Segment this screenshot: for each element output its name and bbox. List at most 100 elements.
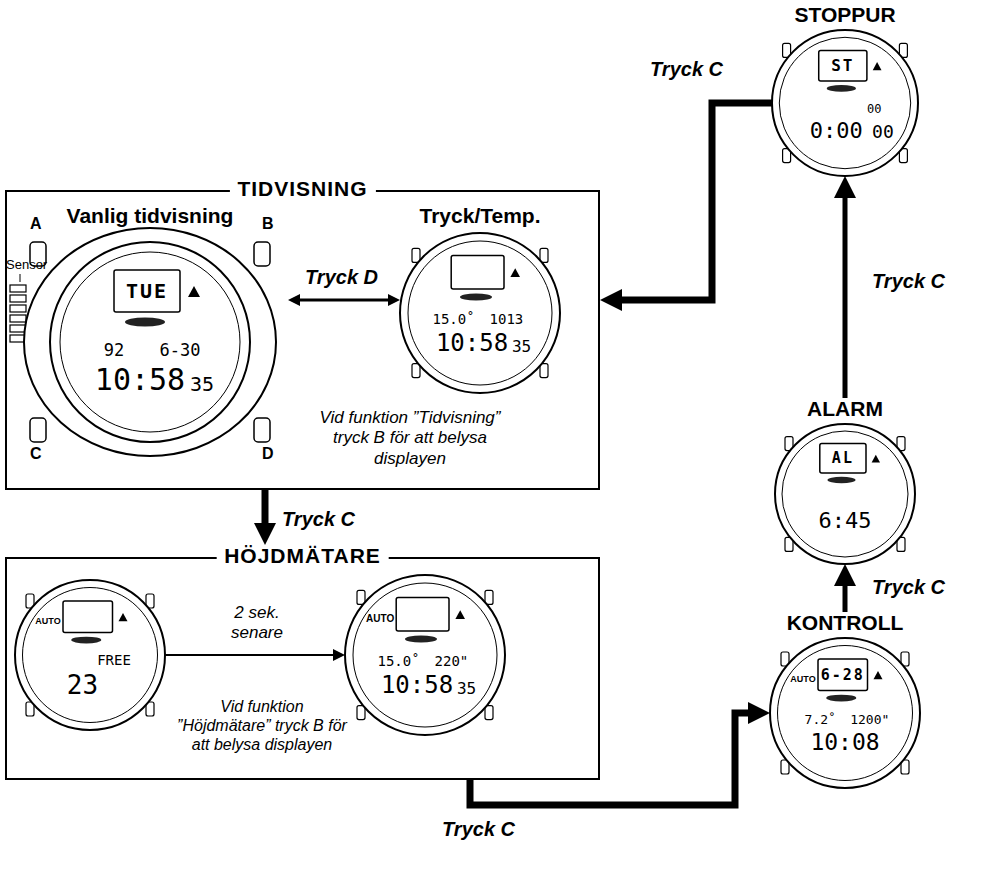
edge-label: 2 sek. senare (218, 602, 296, 645)
display-text: TUE (126, 281, 168, 301)
watch-face-ring (60, 252, 240, 432)
display-window (819, 50, 867, 81)
mode-arrow (843, 580, 848, 612)
group-title: HÖJDMÄTARE (216, 545, 389, 566)
sensor-ridge (10, 305, 26, 312)
mode-arrow (296, 299, 392, 302)
mode-arrow (843, 192, 848, 398)
leader-line (20, 274, 21, 282)
button-label: C (30, 446, 42, 462)
bell-icon (455, 610, 465, 619)
lcd-digits: 10:58 (436, 331, 508, 355)
watch-bezel (50, 242, 250, 442)
lcd-digits: 1013 (490, 312, 524, 326)
watch-bezel (770, 638, 920, 788)
watch-face-ring (23, 588, 158, 723)
display-window (818, 659, 868, 691)
sensor-ridge (10, 315, 26, 322)
watch-face: STOPPURST000:0000 (772, 4, 918, 176)
display-window (63, 601, 113, 633)
mode-group-box: TIDVISNING Vanlig tidvisningTUE 92 6-30 10:5… (5, 178, 600, 490)
lcd-digits: 220" (435, 654, 469, 668)
lcd-digits: 23 (67, 672, 98, 698)
lcd-digits: 35 (512, 339, 531, 355)
bell-icon (872, 455, 880, 463)
watch-bezel (400, 233, 560, 393)
mode-heading: STOPPUR (794, 4, 895, 25)
watch-face-ring (408, 241, 552, 385)
display-text: ST (831, 58, 854, 74)
display-pointer (460, 293, 492, 300)
mode-heading: KONTROLL (787, 612, 904, 633)
lcd-digits: 6:45 (819, 510, 872, 532)
display-window (451, 255, 504, 289)
group-title: TIDVISNING (229, 178, 375, 199)
lcd-digits: 6-30 (160, 342, 201, 359)
display-window (396, 597, 449, 631)
watch-outline (12, 205, 288, 460)
watch-face-ring (782, 431, 908, 557)
watch-outline (345, 575, 505, 735)
watch-bezel (775, 424, 915, 564)
push-button (254, 242, 270, 266)
display-pointer (71, 637, 101, 644)
mode-arrow (470, 713, 754, 805)
lcd-digits: 92 (104, 342, 124, 359)
lcd-digits: 35 (457, 681, 476, 697)
bell-icon (188, 286, 200, 297)
watch-bezel (772, 30, 918, 176)
watch-face: Tryck/Temp. 15.0˚ 1013 10:5835 (400, 205, 560, 393)
push-button (254, 418, 270, 442)
lcd-digits: 15.0˚ (378, 654, 420, 668)
bell-icon (873, 62, 882, 70)
watch-outline (772, 4, 918, 176)
mode-arrow (165, 654, 337, 656)
watch-face: AUTO FREE 23 (15, 580, 165, 730)
lcd-digits: 7.2˚ (805, 713, 836, 726)
display-text: 6-28 (821, 667, 865, 682)
watch-outline (15, 580, 165, 730)
watch-face: Vanlig tidvisningTUE 92 6-30 10:5835 (12, 205, 288, 460)
indicator-text: AUTO (35, 617, 60, 626)
edge-label: Tryck C (280, 508, 357, 530)
sensor-ridge (10, 285, 26, 292)
mode-arrow (616, 103, 772, 300)
lcd-digits: 15.0˚ (433, 312, 475, 326)
display-pointer (827, 85, 856, 92)
mode-heading: Vanlig tidvisning (67, 205, 234, 226)
button-label: A (30, 216, 42, 232)
instruction-note: Vid funktion ”Tidvisning” tryck B för at… (300, 408, 520, 469)
lcd-digits: 1200" (850, 713, 889, 726)
lcd-digits: 10:08 (810, 730, 879, 753)
edge-label: Tryck C (870, 270, 947, 292)
lcd-digits: 10:58 (95, 365, 185, 395)
watch-case (24, 228, 276, 456)
indicator-text: AUTO (790, 675, 815, 684)
lcd-digits: 00 (872, 123, 894, 141)
watch-face: ALARMAL6:45 (775, 398, 915, 564)
sensor-label: Sensor (6, 258, 47, 271)
watch-outline (400, 205, 560, 393)
display-window (820, 444, 866, 473)
watch-bezel (15, 580, 165, 730)
lcd-digits: 10:58 (381, 673, 453, 697)
button-label: D (262, 446, 274, 462)
display-pointer (125, 318, 165, 327)
watch-face-ring (779, 37, 910, 168)
instruction-note: Vid funktion ”Höjdmätare” tryck B för at… (172, 697, 352, 755)
bell-icon (119, 613, 128, 621)
mode-heading: Tryck/Temp. (420, 205, 541, 226)
lcd-digits: 35 (190, 374, 214, 394)
watch-face: KONTROLL AUTO 6-28 7.2˚ 1200" 10:08 (770, 612, 920, 788)
bell-icon (510, 268, 520, 277)
bell-icon (874, 671, 883, 679)
watch-outline (770, 612, 920, 788)
indicator-text: AUTO (366, 614, 394, 624)
sensor-ridge (10, 295, 26, 302)
watch-outline (775, 398, 915, 564)
lcd-digits: FREE (97, 653, 131, 667)
mode-heading: ALARM (807, 398, 883, 419)
edge-label: Tryck D (303, 266, 380, 288)
lcd-digits: 0:00 (810, 120, 863, 142)
